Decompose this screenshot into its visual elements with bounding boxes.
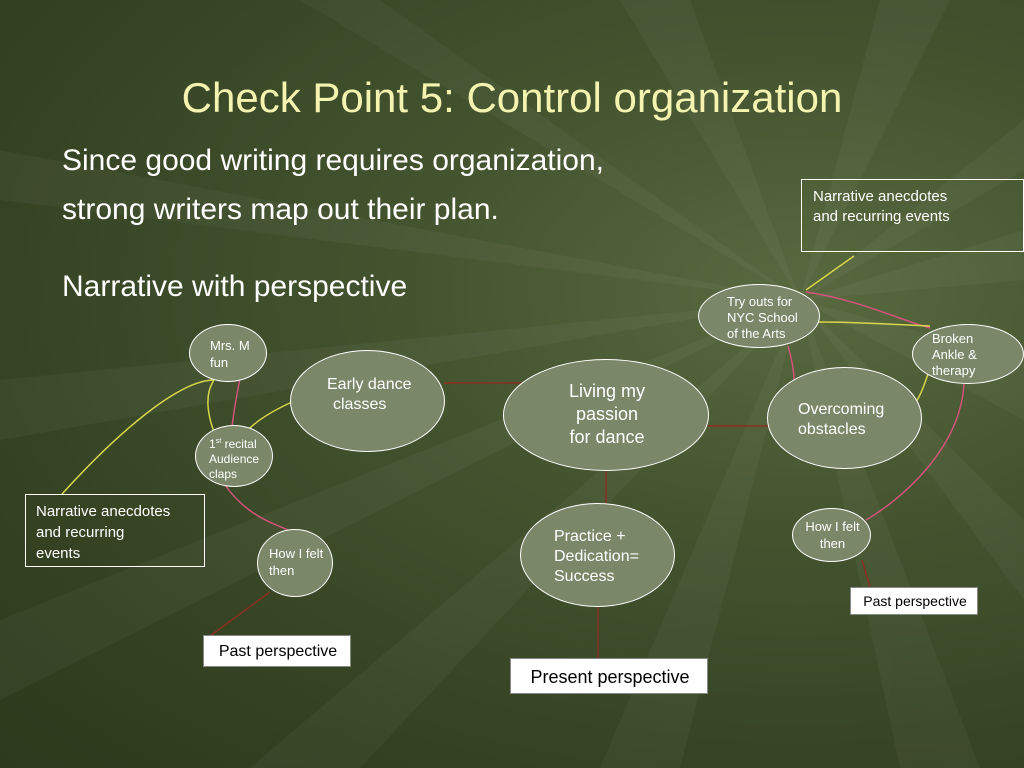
link-ankle-overcoming <box>915 373 929 403</box>
how-felt-right-node: How I felt then <box>792 508 871 562</box>
link-howfelt-past-left <box>209 591 271 637</box>
tryouts-node: Try outs for NYC School of the Arts <box>698 284 820 348</box>
slide-title: Check Point 5: Control organization <box>181 74 843 121</box>
how-felt-left-node: How I felt then <box>257 529 333 597</box>
link-tryouts-ankle-yellow <box>817 321 931 327</box>
past-perspective-left-box: Past perspective <box>203 635 351 667</box>
center-node: Living my passion for dance <box>503 359 709 471</box>
early-dance-node: Early dance classes <box>290 350 445 452</box>
past-perspective-right-box: Past perspective <box>850 587 978 615</box>
diagram-subheading: Narrative with perspective <box>62 270 408 303</box>
link-early-recital <box>245 401 293 433</box>
link-anecdote-left-mrsm <box>61 379 215 495</box>
intro-line-2: strong writers map out their plan. <box>62 193 499 226</box>
recital-node: 1st recital Audience claps <box>195 425 273 487</box>
link-recital-howfelt <box>224 484 293 533</box>
mrs-m-node: Mrs. M fun <box>189 324 267 382</box>
link-anecdote-right-tryouts <box>805 255 855 291</box>
link-recital-mrsm-yellow <box>207 379 215 433</box>
link-howfelt-past-right <box>861 559 871 588</box>
link-mrsm-recital <box>231 377 241 433</box>
link-ankle-howfelt <box>865 383 965 521</box>
anecdotes-left-box: Narrative anecdotes and recurring events <box>25 494 205 567</box>
intro-text: Since good writing requires organization… <box>62 136 604 234</box>
broken-ankle-node: Broken Ankle & therapy <box>912 324 1024 384</box>
present-perspective-box: Present perspective <box>510 658 708 694</box>
link-tryouts-overcoming <box>787 345 795 381</box>
anecdotes-right-box: Narrative anecdotes and recurring events <box>801 179 1024 252</box>
overcoming-node: Overcoming obstacles <box>767 367 922 469</box>
intro-line-1: Since good writing requires organization… <box>62 144 604 177</box>
practice-node: Practice + Dedication= Success <box>520 503 675 607</box>
